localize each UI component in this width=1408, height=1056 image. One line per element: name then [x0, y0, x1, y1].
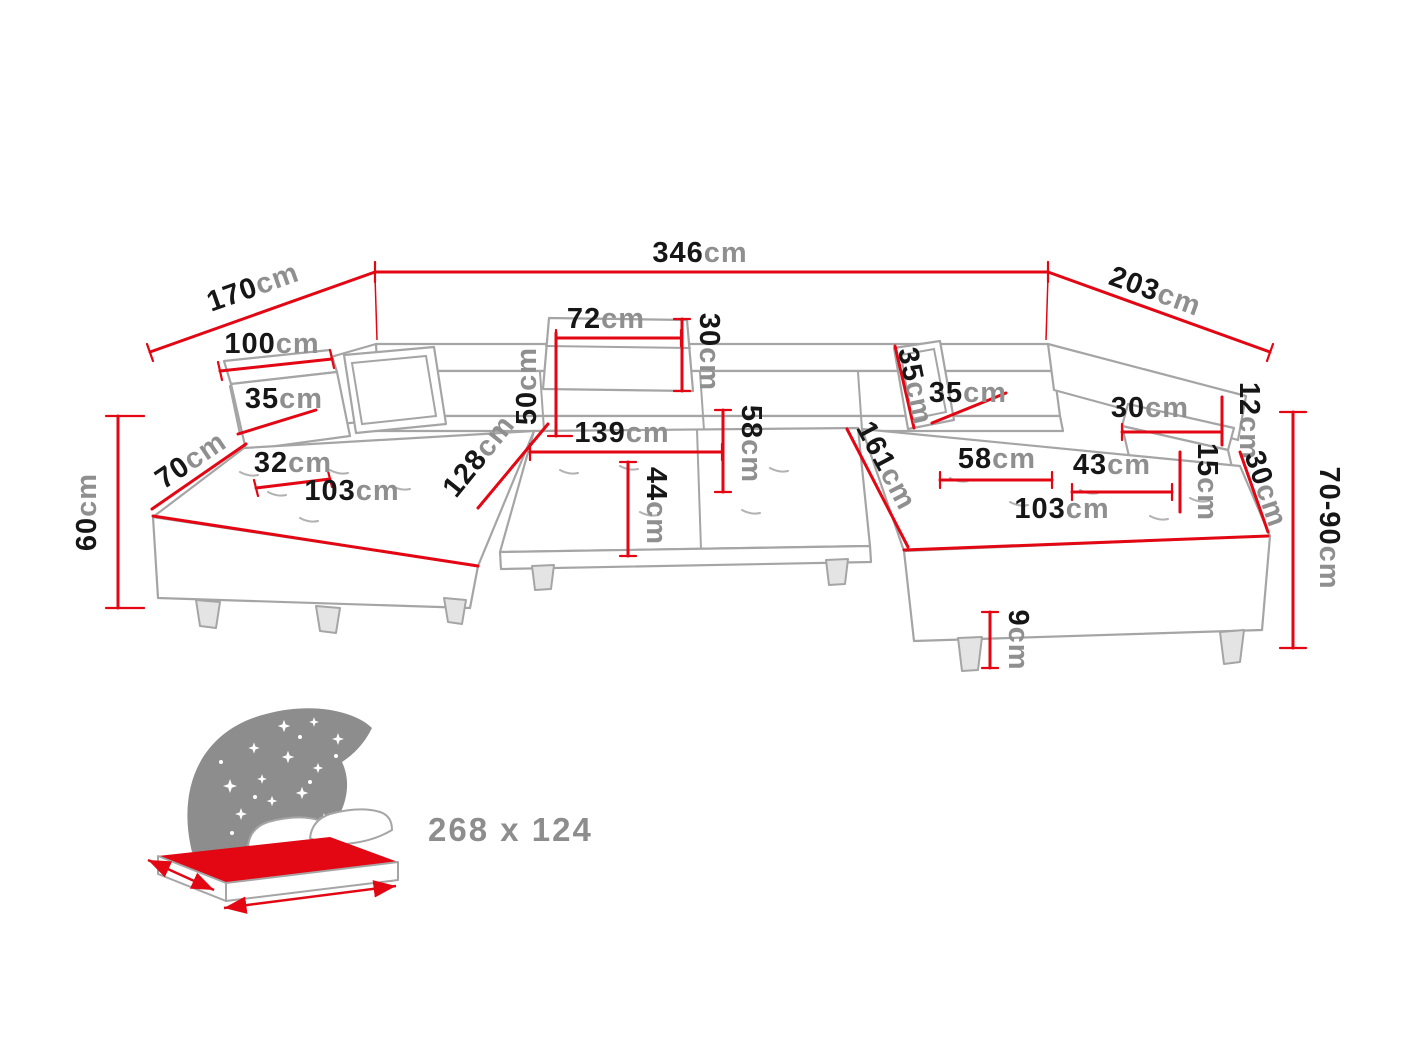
dim-right-seat-width-label: 58cm	[958, 443, 1036, 475]
dim-headrest-width-label: 72cm	[567, 303, 645, 335]
dim-middle-seat-width-label: 139cm	[574, 417, 669, 449]
dim-right-armrest-side-label: 15cm	[1191, 443, 1223, 521]
dim-right-chaise-length-label: 103cm	[1014, 493, 1109, 525]
sofa-left-pillow	[342, 345, 448, 435]
sofa-leg	[195, 599, 221, 629]
dim-seat-front-depth-label: 44cm	[640, 467, 672, 545]
sofa-leg	[531, 564, 555, 591]
sofa-headrest	[541, 316, 695, 393]
dim-right-seat-width: 58cm	[938, 443, 1054, 490]
dim-right-armrest-top: 30cm	[1111, 392, 1224, 442]
dim-left-chaise-length: 103cm	[151, 475, 480, 568]
sofa-right-wing-back	[1046, 342, 1248, 442]
dim-left-armrest-length-label: 100cm	[224, 328, 319, 360]
sofa-right-chaise-base	[902, 534, 1272, 643]
dim-back-width: 346cm	[373, 237, 1050, 341]
dim-headrest-drop: 50cm	[511, 331, 574, 438]
dim-headrest-drop-label: 50cm	[511, 347, 543, 425]
sleeping-area-label: 268 x 124	[428, 811, 593, 848]
dim-headrest-height: 30cm	[672, 313, 725, 393]
dim-right-armrest-top-label: 30cm	[1111, 392, 1189, 424]
dim-right-armrest-edge-label: 12cm	[1233, 382, 1265, 460]
bed-width-arrow	[147, 858, 215, 892]
dim-right-armrest-side: 15cm	[1178, 443, 1223, 521]
dim-right-depth-label: 203cm	[1105, 260, 1206, 323]
dim-left-armrest-width-label: 32cm	[254, 447, 332, 479]
dim-left-chaise-length-label: 103cm	[304, 475, 399, 507]
dim-left-height: 60cm	[71, 414, 146, 610]
dim-left-armrest-width: 32cm	[252, 447, 334, 498]
bed-mattress	[158, 837, 398, 883]
bed-length-arrow	[223, 880, 397, 914]
sofa-illustration	[151, 316, 1272, 672]
sofa-backrest-seams	[539, 371, 863, 431]
dim-left-depth-label: 170cm	[203, 257, 304, 319]
sofa-middle-base	[498, 544, 873, 571]
dim-right-pillow-top-label: 35cm	[929, 377, 1007, 409]
sofa-leg	[825, 558, 849, 586]
sofa-leg	[315, 605, 341, 634]
sofa-leg	[957, 636, 983, 672]
sofa-leg	[443, 597, 467, 625]
sofa-headrest-seam	[545, 345, 691, 349]
stars	[219, 717, 344, 835]
dim-left-armrest-height-label: 35cm	[245, 383, 323, 415]
sofa-middle-seat	[498, 426, 872, 554]
dim-right-depth: 203cm	[1046, 260, 1275, 363]
dim-headrest-height-label: 30cm	[693, 313, 725, 391]
dim-left-armrest-height: 35cm	[236, 383, 323, 436]
sofa-left-pillow-border	[350, 354, 438, 426]
dim-seat-front-depth: 44cm	[618, 460, 672, 558]
dim-right-armrest-length-label: 43cm	[1073, 449, 1151, 481]
sleeping-function-icon	[147, 708, 399, 914]
dim-leg-height: 9cm	[980, 609, 1034, 671]
dim-back-width-label: 346cm	[652, 237, 747, 269]
dim-right-height: 70-90cm	[1278, 410, 1345, 650]
sofa-leg	[1219, 629, 1245, 665]
dim-middle-seat-depth-label: 58cm	[735, 405, 767, 483]
sofa-middle-seam	[696, 429, 702, 550]
sofa-left-armrest-front	[229, 370, 352, 452]
dim-left-armrest-length: 100cm	[216, 328, 336, 382]
dim-right-pillow-top: 35cm	[929, 377, 1008, 425]
dim-right-armrest-length: 43cm	[1070, 449, 1174, 502]
dim-right-armrest-edge: 12cm	[1220, 382, 1265, 460]
dim-left-height-label: 60cm	[71, 473, 103, 551]
dim-leg-height-label: 9cm	[1002, 609, 1034, 670]
dim-right-height-label: 70-90cm	[1313, 466, 1345, 589]
dim-right-chaise-length: 103cm	[902, 493, 1270, 552]
dim-middle-seat-depth: 58cm	[713, 405, 767, 494]
